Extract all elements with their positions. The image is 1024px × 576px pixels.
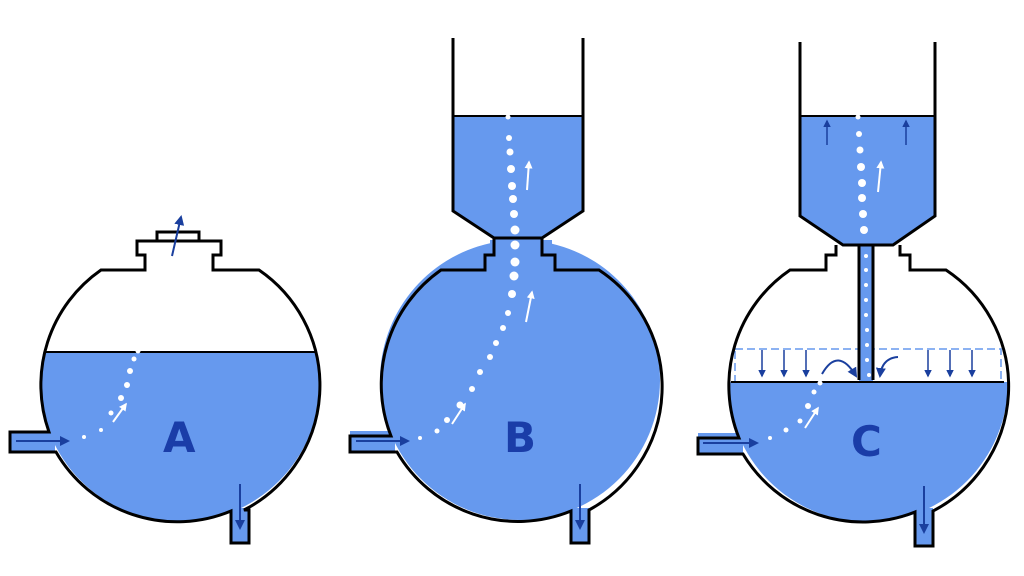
tank-a: A: [8, 215, 322, 545]
tank-c-label: C: [851, 417, 882, 466]
tank-b-bubble-flow-arrow-neck: [525, 290, 535, 323]
tank-c-air-bubbles: [768, 114, 871, 440]
tank-a-bubble-flow-arrow: [112, 402, 127, 423]
tank-b-bubble-flow-arrow-hopper: [524, 160, 533, 191]
tank-a-air-bubbles: [82, 348, 141, 439]
tank-c-swirl-arrow-left: [821, 359, 858, 378]
tank-a-vent-arrow: [171, 215, 185, 257]
tank-b-air-bubbles: [418, 114, 520, 440]
tank-b-water: [380, 240, 660, 520]
tank-c-pressure-arrows: [758, 350, 976, 378]
tank-c-hopper-outline: [798, 42, 937, 247]
tank-b-bubble-flow-arrow-lower: [451, 402, 466, 425]
tank-c-bubble-flow-arrow-lower: [804, 406, 819, 429]
tank-b-hopper-outline: [451, 38, 585, 240]
tank-c-outline: [696, 245, 1011, 548]
tank-b-hopper-water: [453, 116, 583, 238]
tank-a-label: A: [163, 413, 196, 462]
tank-c-hopper-water: [800, 116, 935, 245]
tank-b-label: B: [504, 413, 536, 462]
tank-c-bubble-flow-arrow-hopper: [876, 160, 885, 193]
tank-c: C: [696, 42, 1011, 548]
tank-b-outline: [348, 238, 664, 545]
tank-b: B: [348, 38, 664, 545]
tank-c-swirl-arrow-right: [875, 356, 899, 378]
tank-a-outline: [8, 239, 322, 545]
tank-c-water: [728, 382, 1008, 522]
